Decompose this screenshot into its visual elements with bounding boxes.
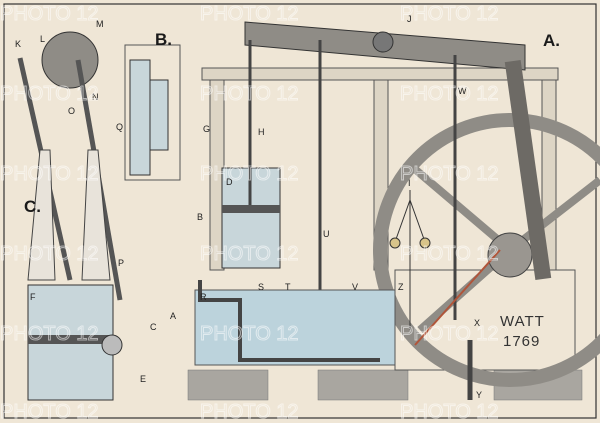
svg-text:I: I (408, 178, 411, 188)
svg-text:PHOTO 12: PHOTO 12 (200, 323, 299, 345)
svg-text:U: U (323, 229, 330, 239)
red-rod (414, 249, 501, 346)
svg-text:G: G (203, 124, 210, 134)
svg-text:PHOTO 12: PHOTO 12 (200, 3, 299, 25)
svg-text:W: W (458, 86, 467, 96)
svg-text:L: L (40, 34, 45, 44)
panel-c-engine (17, 31, 123, 401)
svg-text:PHOTO 12: PHOTO 12 (0, 243, 99, 265)
svg-text:Z: Z (398, 282, 404, 292)
svg-text:S: S (258, 282, 264, 292)
watermark: PHOTO 12 PHOTO 12 PHOTO 12 PHOTO 12 PHOT… (0, 3, 499, 423)
svg-text:PHOTO 12: PHOTO 12 (400, 243, 499, 265)
panel-label-a: A. (543, 31, 560, 50)
svg-text:PHOTO 12: PHOTO 12 (0, 323, 99, 345)
pipes (198, 280, 380, 362)
svg-text:PHOTO 12: PHOTO 12 (400, 83, 499, 105)
part-letters: K L M N O J H G F E D C B A R S T U V W … (15, 14, 482, 400)
svg-text:O: O (68, 106, 75, 116)
caption-year: 1769 (503, 333, 540, 350)
svg-text:PHOTO 12: PHOTO 12 (0, 163, 99, 185)
beam-pivot (372, 31, 394, 53)
svg-text:PHOTO 12: PHOTO 12 (200, 243, 299, 265)
svg-text:F: F (30, 292, 36, 302)
connecting-rod (504, 59, 552, 281)
svg-text:P: P (118, 258, 124, 268)
panel-label-c: C. (24, 197, 41, 216)
svg-text:X: X (474, 318, 480, 328)
svg-text:C: C (150, 322, 157, 332)
svg-text:R: R (200, 292, 207, 302)
cold-water-cistern (194, 289, 396, 366)
svg-text:PHOTO 12: PHOTO 12 (400, 401, 499, 423)
governor (389, 190, 431, 330)
svg-text:H: H (258, 127, 265, 137)
svg-text:PHOTO 12: PHOTO 12 (0, 401, 99, 423)
caption-name: WATT (500, 313, 545, 330)
svg-text:A: A (170, 311, 176, 321)
svg-text:D: D (226, 177, 233, 187)
svg-text:E: E (140, 374, 146, 384)
frame-border (3, 3, 597, 419)
svg-text:PHOTO 12: PHOTO 12 (0, 3, 99, 25)
svg-text:Y: Y (476, 390, 482, 400)
svg-text:M: M (96, 19, 104, 29)
svg-text:PHOTO 12: PHOTO 12 (400, 323, 499, 345)
svg-text:PHOTO 12: PHOTO 12 (400, 3, 499, 25)
svg-text:N: N (92, 92, 99, 102)
svg-text:PHOTO 12: PHOTO 12 (0, 83, 99, 105)
svg-text:K: K (15, 39, 21, 49)
cylinder-a (221, 40, 457, 320)
svg-text:PHOTO 12: PHOTO 12 (200, 83, 299, 105)
svg-text:V: V (352, 282, 358, 292)
svg-text:PHOTO 12: PHOTO 12 (200, 401, 299, 423)
svg-text:PHOTO 12: PHOTO 12 (400, 163, 499, 185)
svg-text:J: J (407, 14, 412, 24)
svg-text:T: T (285, 282, 291, 292)
panel-label-b: B. (155, 30, 172, 49)
svg-text:PHOTO 12: PHOTO 12 (200, 163, 299, 185)
svg-text:B: B (197, 212, 203, 222)
panel-b-valve (124, 44, 181, 181)
svg-text:Q: Q (116, 122, 123, 132)
